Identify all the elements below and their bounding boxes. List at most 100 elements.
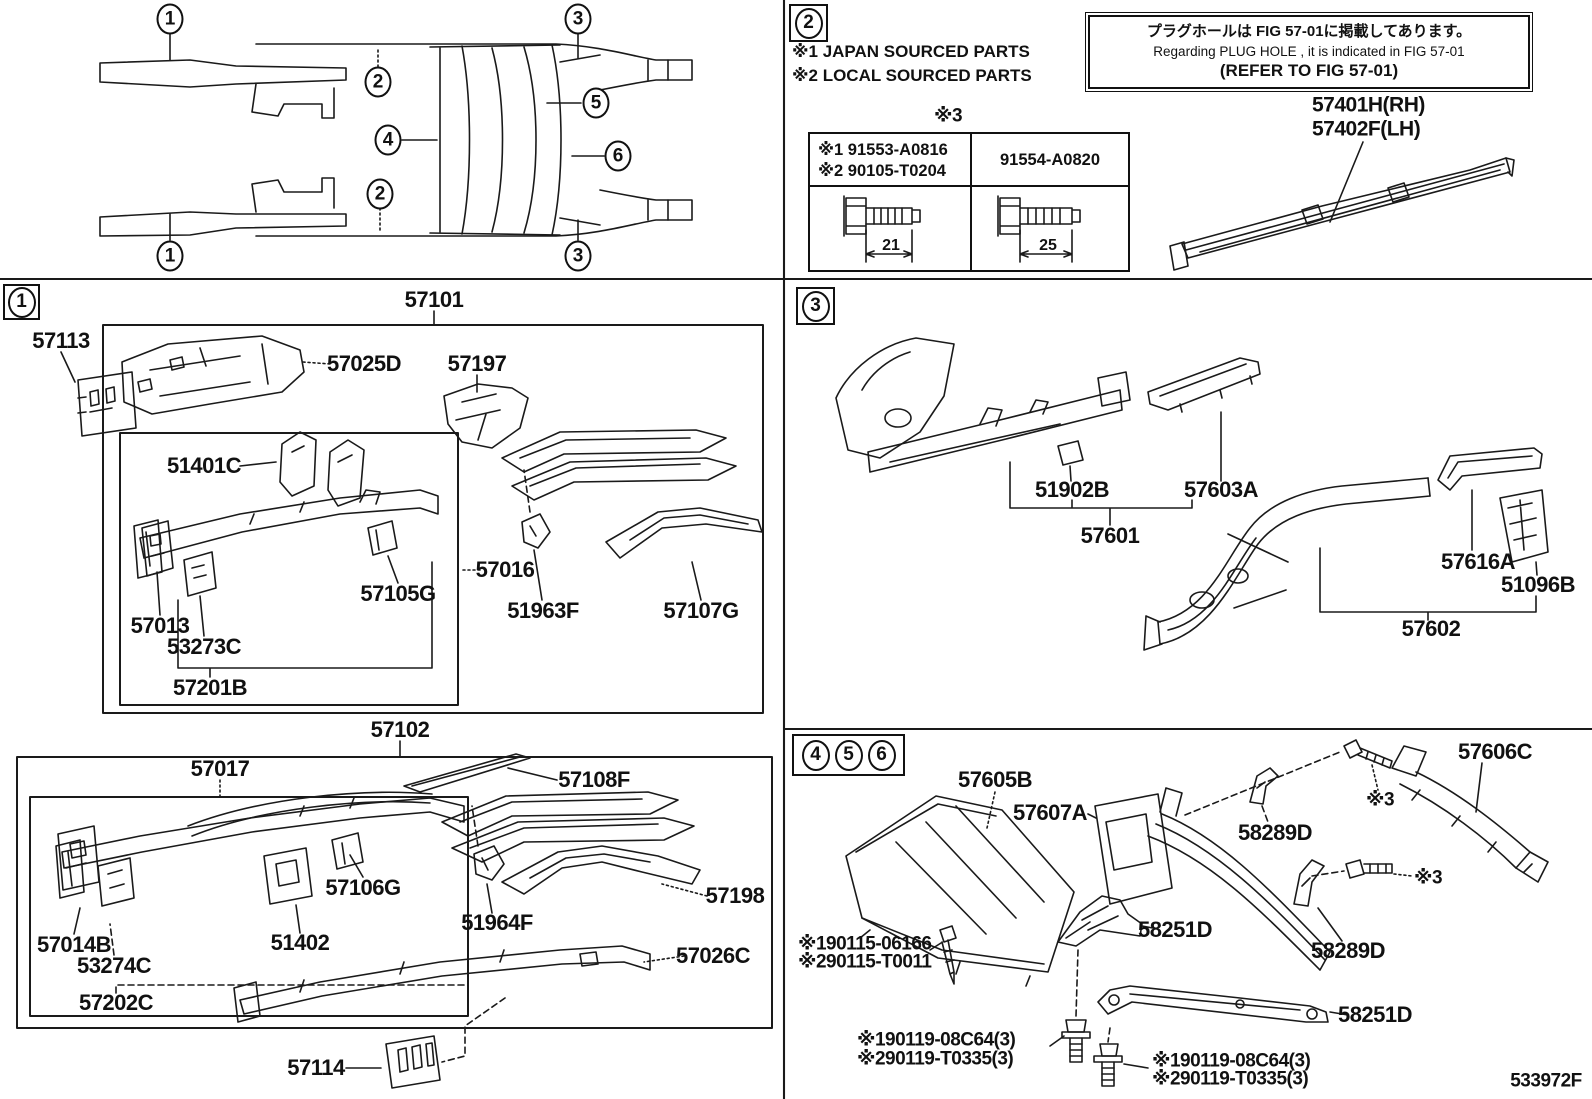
ref3-b: ※3 — [1413, 867, 1443, 889]
label-58251d-1: 58251D — [1137, 917, 1213, 942]
callout-5: 5 — [582, 87, 610, 119]
label-57105g: 57105G — [360, 581, 436, 606]
label-57106g: 57106G — [325, 875, 401, 900]
bolt-drawing-91554 — [997, 195, 1081, 263]
part-51402-bracket — [263, 847, 313, 905]
part-58251d-brace-upper — [1057, 895, 1143, 947]
callout-1: 1 — [156, 240, 184, 272]
callout-6: 6 — [604, 140, 632, 172]
part-rocker-panel — [1169, 141, 1515, 271]
ref-90119-a2: ※290119-T0335(3) — [857, 1048, 1014, 1070]
part-57025d-apron — [121, 335, 305, 415]
callout-3: 3 — [564, 240, 592, 272]
ref-90115-2: ※290115-T0011 — [798, 951, 932, 973]
note-local-sourced: ※2 LOCAL SOURCED PARTS — [792, 66, 1032, 85]
bolt-vertical-2 — [1093, 1043, 1123, 1087]
part-51963f-clip — [521, 469, 551, 549]
screw-90115 — [939, 925, 957, 985]
part-51401c-brackets — [279, 431, 365, 507]
label-57601: 57601 — [1080, 523, 1140, 548]
bolt-drawing-91553 — [843, 195, 921, 263]
label-53273c: 53273C — [166, 634, 242, 659]
part-58289d-bracket-lower — [1293, 859, 1325, 907]
label-53274c: 53274C — [76, 953, 152, 978]
label-57102: 57102 — [370, 717, 430, 742]
label-57201b: 57201B — [172, 675, 248, 700]
bolt-dim-21: 21 — [882, 237, 900, 254]
part-51964f-clip — [471, 805, 505, 881]
part-51096b-gusset — [1499, 489, 1549, 563]
bolt-table-column-divider — [970, 134, 972, 270]
part-front-floor-side-rail-rear — [1143, 477, 1431, 651]
label-51963f: 51963F — [507, 598, 579, 623]
label-57013: 57013 — [130, 613, 190, 638]
badge-section-4-5-6-num-4: 4 — [801, 739, 830, 771]
ref-90115-1: ※190115-06166 — [798, 933, 932, 955]
label-57108f: 57108F — [558, 767, 630, 792]
bolt-size-table: ※1 91553-A0816 ※2 90105-T0204 91554-A082… — [808, 132, 1130, 272]
label-51401c: 51401C — [166, 453, 242, 478]
label-51902b: 51902B — [1034, 477, 1110, 502]
section57102-leader-lines — [73, 740, 708, 1069]
badge-section-2-num-2: 2 — [794, 7, 823, 39]
badge-section-4-5-6-num-6: 6 — [867, 739, 896, 771]
part-57197-bracket — [443, 383, 529, 449]
label-57402f: 57402F(LH) — [1312, 117, 1421, 141]
ref3-a: ※3 — [1365, 789, 1395, 811]
badge-section-3-num-3: 3 — [801, 290, 830, 322]
section-boxes — [16, 324, 773, 1029]
label-57025d: 57025D — [326, 351, 402, 376]
label-57197: 57197 — [447, 351, 507, 376]
label-57605b: 57605B — [957, 767, 1033, 792]
label-57016: 57016 — [475, 557, 535, 582]
overview-callout-leaders — [169, 33, 605, 241]
bolt-upper-lag — [1343, 739, 1393, 769]
figure-code: 533972F — [1510, 1070, 1582, 1092]
label-51964f: 51964F — [461, 910, 533, 935]
label-57017: 57017 — [190, 756, 250, 781]
part-58289d-bracket-upper — [1249, 767, 1279, 805]
ref-90119-a1: ※190119-08C64(3) — [857, 1029, 1016, 1051]
badge-section-4-5-6-num-5: 5 — [834, 739, 863, 771]
ref-90119-b1: ※190119-08C64(3) — [1152, 1050, 1311, 1072]
label-57602: 57602 — [1401, 616, 1461, 641]
note-japan-sourced: ※1 JAPAN SOURCED PARTS — [792, 42, 1030, 61]
label-57202c: 57202C — [78, 990, 154, 1015]
part-57016-floor-members — [501, 429, 737, 501]
part-57107g-member — [605, 507, 763, 559]
callout-2: 2 — [366, 178, 394, 210]
plug-hole-note-jp: プラグホールは FIG 57-01に掲載してあります。 — [1146, 23, 1472, 41]
part-front-floor-side-rail-front — [835, 337, 1131, 473]
part-57603a-reinforcement — [1147, 357, 1261, 413]
part-57014b-bracket — [57, 825, 100, 891]
part-51902b-clip — [1057, 440, 1084, 466]
section1-leader-lines — [60, 310, 702, 678]
section3-leader-lines — [1009, 411, 1538, 621]
part-57108f-rail — [403, 753, 531, 793]
label-57101: 57101 — [404, 287, 464, 312]
label-57607a: 57607A — [1012, 800, 1088, 825]
badge-section-1: 1 — [3, 284, 40, 320]
callout-1: 1 — [156, 3, 184, 35]
bolt-table-cell-91553: ※1 91553-A0816 — [818, 141, 948, 159]
part-57026c-member — [233, 945, 651, 1023]
part-front-side-member-rh — [133, 489, 439, 579]
bolt-table-cell-91554: 91554-A0820 — [1000, 151, 1100, 169]
label-57014b: 57014B — [36, 932, 112, 957]
underbody-overview-drawing — [99, 43, 693, 237]
callout-3: 3 — [564, 3, 592, 35]
bolt-dim-25: 25 — [1039, 237, 1057, 254]
badge-section-1-num-1: 1 — [7, 286, 36, 318]
plug-hole-note-box: プラグホールは FIG 57-01に掲載してあります。 Regarding PL… — [1085, 12, 1533, 92]
label-57198: 57198 — [705, 883, 765, 908]
label-51402: 51402 — [270, 930, 330, 955]
plug-hole-note-ref: (REFER TO FIG 57-01) — [1219, 61, 1399, 81]
label-57107g: 57107G — [663, 598, 739, 623]
part-front-side-member-lh — [55, 791, 465, 899]
part-57607a-dash-brace — [1094, 787, 1331, 971]
part-57013-bracket — [141, 520, 174, 577]
label-58289d-1: 58289D — [1237, 820, 1313, 845]
